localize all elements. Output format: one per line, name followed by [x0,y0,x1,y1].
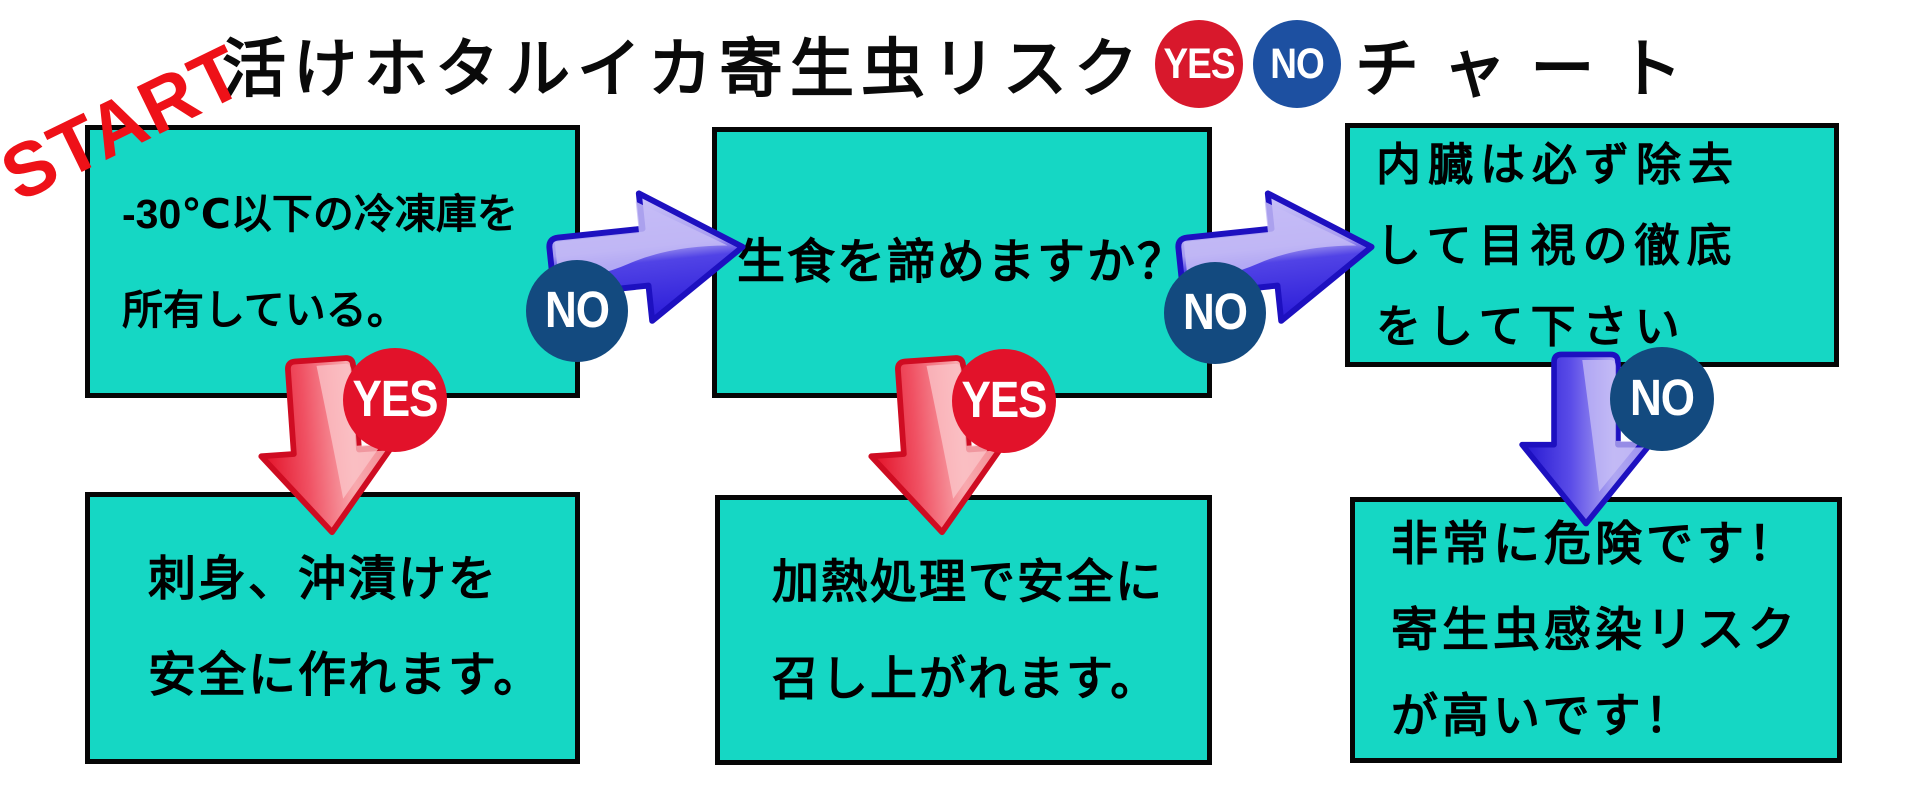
box-text-line: 生食を諦めますか？ [736,235,1187,289]
no-badge: NO [526,260,628,362]
box-text-line: 寄生虫感染リスク [1391,603,1799,656]
title-yes-label: YES [1163,39,1235,87]
box-text-line: 内臓は必ず除去 [1376,138,1741,190]
title-text-left: 活けホタルイカ寄生虫リスク [222,33,1145,105]
box-text-line: 安全に作れます。 [148,649,544,702]
title-no-badge: NO [1253,20,1341,108]
no-badge: NO [1610,347,1714,451]
box-text-line: 加熱処理で安全に [772,555,1164,608]
title-yes-badge: YES [1155,20,1243,108]
box-text-line: -30℃以下の冷凍庫を [122,190,518,237]
no-badge-label: NO [1630,370,1695,427]
no-badge-label: NO [1183,284,1248,341]
box-instruction-remove-organs: 内臓は必ず除去 して目視の徹底 をして下さい [1345,123,1839,367]
box-result-sashimi-safe: 刺身、沖漬けを 安全に作れます。 [85,492,580,764]
arrow-down-icon [849,345,1024,548]
box-question-freezer: -30℃以下の冷凍庫を 所有している。 [85,125,580,398]
no-badge: NO [1164,262,1266,364]
yes-badge-label: YES [352,371,438,428]
yes-badge: YES [952,349,1056,453]
box-text-line: 刺身、沖漬けを [148,553,499,606]
box-result-danger: 非常に危険です！ 寄生虫感染リスク が高いです！ [1350,497,1842,763]
yes-badge-label: YES [961,372,1047,429]
box-text-line: 所有している。 [122,286,408,333]
no-badge-label: NO [545,282,610,339]
title-no-label: NO [1270,39,1324,87]
box-text-line: 非常に危険です！ [1391,517,1799,570]
box-text-line: して目視の徹底 [1376,219,1739,271]
box-text-line: 召し上がれます。 [772,652,1160,705]
yes-badge: YES [343,348,447,452]
box-text-line: をして下さい [1376,300,1687,352]
title-text-right: チャート [1355,33,1707,105]
box-result-heat-safe: 加熱処理で安全に 召し上がれます。 [715,495,1212,765]
page-title: 活けホタルイカ寄生虫リスク YES NO チャート [222,18,1706,110]
arrow-down-icon [239,345,414,548]
box-text-line: が高いです！ [1391,689,1696,742]
